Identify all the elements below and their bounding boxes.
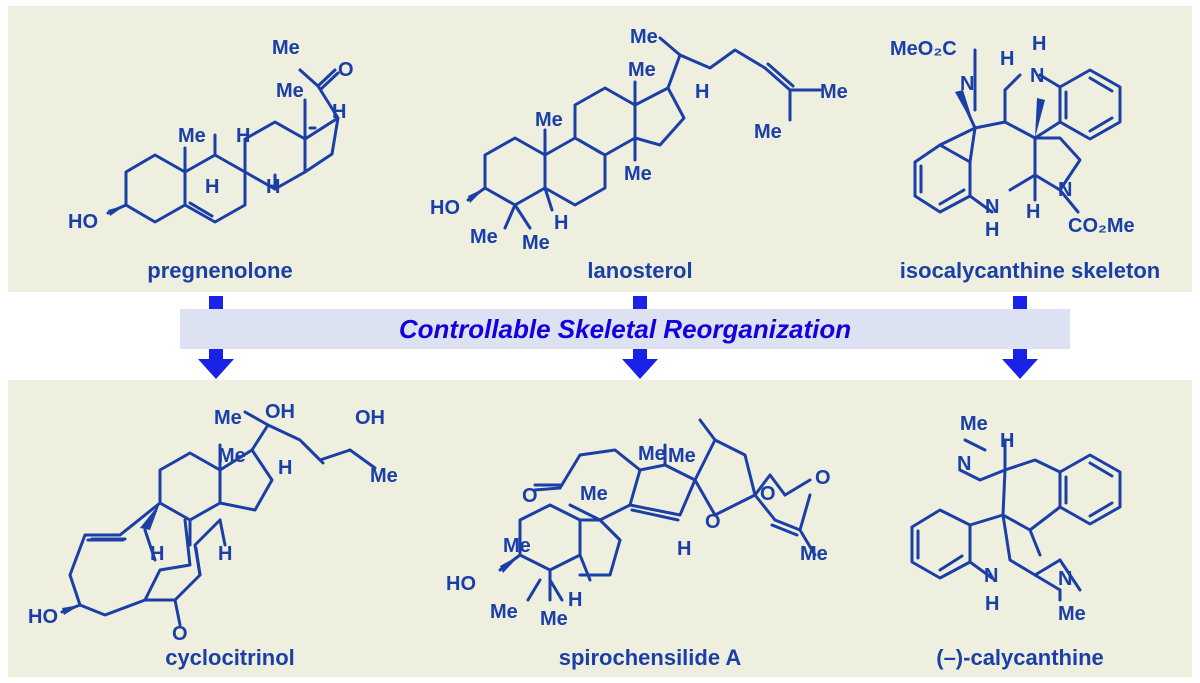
svg-text:H: H (1000, 48, 1014, 70)
svg-text:Me: Me (276, 80, 304, 102)
starting-materials-panel (8, 6, 1192, 292)
svg-text:O: O (705, 511, 721, 533)
svg-text:H: H (218, 543, 232, 565)
compound-name-cyclocitrinol: cyclocitrinol (165, 645, 295, 670)
svg-text:CO₂Me: CO₂Me (1068, 215, 1135, 237)
calycanthine-structure (910, 438, 1122, 602)
svg-text:Me: Me (638, 443, 666, 465)
svg-text:MeO₂C: MeO₂C (890, 38, 957, 60)
svg-text:Me: Me (960, 413, 988, 435)
transformation-banner (180, 309, 1070, 349)
cyclocitrinol-structure (60, 410, 377, 627)
svg-text:N: N (960, 73, 974, 95)
svg-text:Me: Me (214, 407, 242, 429)
svg-text:Me: Me (470, 226, 498, 248)
svg-text:Me: Me (535, 109, 563, 131)
products-panel (8, 380, 1192, 677)
svg-text:Me: Me (522, 232, 550, 254)
svg-text:O: O (760, 483, 776, 505)
pregnenolone-structure (106, 68, 340, 224)
svg-text:H: H (332, 101, 346, 123)
svg-text:H: H (205, 176, 219, 198)
svg-text:H: H (150, 543, 164, 565)
svg-text:H: H (695, 81, 709, 103)
svg-text:N: N (957, 453, 971, 475)
compound-name-spirochensilide-a: spirochensilide A (558, 645, 742, 670)
svg-text:Me: Me (628, 59, 656, 81)
isocalycanthine-structure (913, 48, 1122, 214)
svg-text:O: O (338, 59, 354, 81)
compound-name-calycanthine: (–)-calycanthine (936, 645, 1104, 670)
svg-text:HO: HO (446, 573, 476, 595)
compound-name-isocalycanthine-skeleton: isocalycanthine skeleton (899, 258, 1161, 283)
spirochensilide-a-structure (498, 418, 817, 602)
svg-text:Me: Me (503, 535, 531, 557)
svg-text:Me: Me (370, 465, 398, 487)
svg-text:N: N (1058, 568, 1072, 590)
svg-text:Me: Me (580, 483, 608, 505)
svg-text:N: N (984, 565, 998, 587)
svg-text:OH: OH (355, 407, 385, 429)
svg-text:N: N (1030, 65, 1044, 87)
svg-text:H: H (1026, 201, 1040, 223)
svg-text:O: O (815, 467, 831, 489)
svg-text:Me: Me (668, 445, 696, 467)
svg-text:H: H (985, 219, 999, 241)
svg-text:Me: Me (820, 81, 848, 103)
svg-text:Me: Me (490, 601, 518, 623)
svg-text:H: H (278, 457, 292, 479)
svg-text:HO: HO (68, 211, 98, 233)
svg-text:H: H (554, 212, 568, 234)
svg-text:H: H (1000, 430, 1014, 452)
svg-text:HO: HO (430, 197, 460, 219)
svg-text:Me: Me (1058, 603, 1086, 625)
svg-text:H: H (568, 589, 582, 611)
svg-text:O: O (172, 623, 188, 645)
svg-text:H: H (1032, 33, 1046, 55)
svg-text:OH: OH (265, 401, 295, 423)
svg-text:Me: Me (272, 37, 300, 59)
svg-text:Me: Me (540, 608, 568, 630)
svg-text:N: N (1058, 179, 1072, 201)
svg-text:Me: Me (754, 121, 782, 143)
svg-text:Me: Me (630, 26, 658, 48)
transformation-title: Controllable Skeletal Reorganization (398, 314, 852, 344)
svg-text:HO: HO (28, 606, 58, 628)
svg-text:H: H (677, 538, 691, 560)
svg-text:H: H (985, 593, 999, 615)
svg-text:N: N (985, 196, 999, 218)
compound-name-pregnenolone: pregnenolone (147, 258, 293, 283)
compound-name-lanosterol: lanosterol (587, 258, 693, 283)
svg-text:Me: Me (178, 125, 206, 147)
svg-text:Me: Me (800, 543, 828, 565)
svg-text:H: H (266, 176, 280, 198)
svg-text:Me: Me (624, 163, 652, 185)
svg-text:H: H (236, 125, 250, 147)
svg-text:Me: Me (218, 445, 246, 467)
svg-text:O: O (522, 485, 538, 507)
